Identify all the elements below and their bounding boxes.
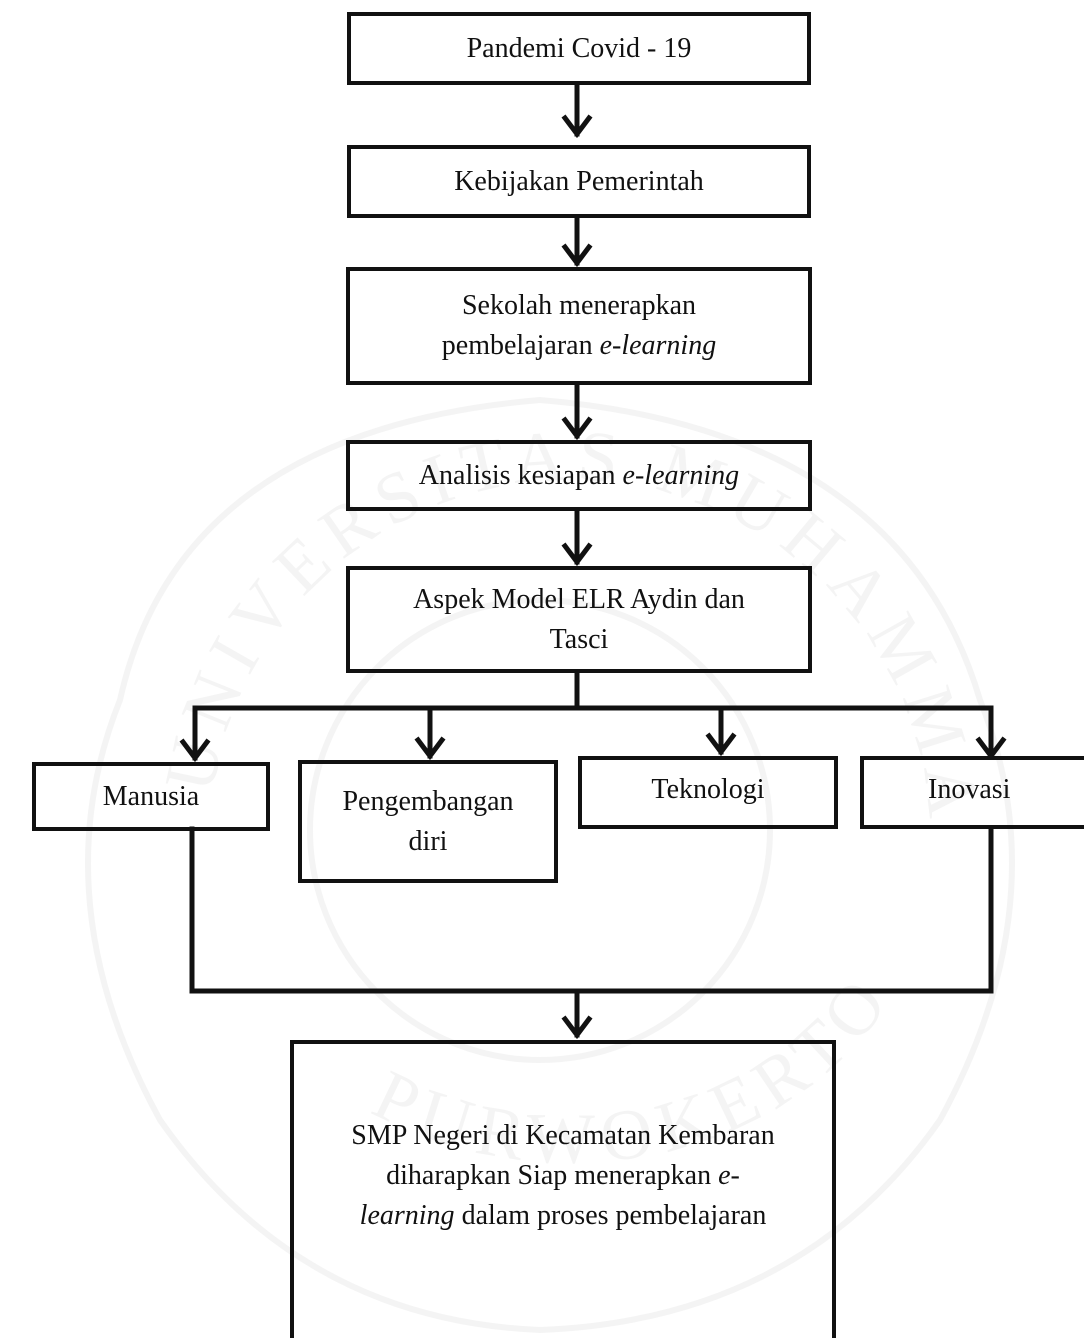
node-aspek-line1: Aspek Model ELR Aydin dan <box>413 583 745 615</box>
node-smp-line3-italic: learning <box>359 1200 455 1231</box>
node-analisis-text: Analisis kesiapan e-learning <box>419 456 739 496</box>
node-sekolah-line1: Sekolah menerapkan <box>461 290 696 321</box>
node-smp-negeri: SMP Negeri di Kecamatan Kembaran diharap… <box>290 1040 836 1338</box>
node-pandemi-covid: Pandemi Covid - 19 <box>347 12 811 85</box>
node-inovasi-label: Inovasi <box>928 774 1011 805</box>
node-teknologi-label: Teknologi <box>651 774 765 805</box>
node-aspek-model-elr: Aspek Model ELR Aydin dan Tasci <box>346 566 812 673</box>
node-kebijakan-label: Kebijakan Pemerintah <box>454 165 704 197</box>
svg-text:UNIVERSITAS MUHAMMADIYAH: UNIVERSITAS MUHAMMADIYAH <box>0 0 985 831</box>
node-inovasi: Inovasi <box>860 756 1084 829</box>
node-smp-line2-plain: diharapkan Siap menerapkan <box>386 1160 719 1191</box>
node-teknologi: Teknologi <box>578 756 838 829</box>
watermark-text-top: UNIVERSITAS MUHAMMADIYAH <box>0 0 985 831</box>
node-pengembangan-text: Pengembangan diri <box>342 782 513 862</box>
node-analisis-kesiapan: Analisis kesiapan e-learning <box>346 440 812 511</box>
node-smp-line2-italic: e- <box>718 1160 740 1191</box>
node-smp-line1: SMP Negeri di Kecamatan Kembaran <box>351 1120 775 1151</box>
node-pandemi-label: Pandemi Covid - 19 <box>466 32 692 64</box>
node-aspek-line2: Tasci <box>549 623 609 655</box>
node-smp-line3-plain: dalam proses pembelajaran <box>454 1200 767 1231</box>
node-analisis-italic: e-learning <box>622 459 740 491</box>
node-manusia-label: Manusia <box>102 780 200 812</box>
node-sekolah-menerapkan: Sekolah menerapkan pembelajaran e-learni… <box>346 267 812 385</box>
node-aspek-text: Aspek Model ELR Aydin dan Tasci <box>413 580 745 660</box>
node-sekolah-line2-italic: e-learning <box>599 330 717 361</box>
node-pengembangan-line1: Pengembangan <box>342 785 514 817</box>
node-smp-line3: learning dalam proses pembelajaran <box>351 1196 775 1236</box>
node-kebijakan-pemerintah: Kebijakan Pemerintah <box>347 145 811 218</box>
node-pengembangan-diri: Pengembangan diri <box>298 760 558 883</box>
node-smp-line2: diharapkan Siap menerapkan e- <box>351 1156 775 1196</box>
node-manusia: Manusia <box>32 762 270 831</box>
node-pengembangan-line2: diri <box>408 825 448 857</box>
node-sekolah-text: Sekolah menerapkan pembelajaran e-learni… <box>442 286 716 366</box>
node-sekolah-line2: pembelajaran e-learning <box>442 326 716 366</box>
node-sekolah-line2-plain: pembelajaran <box>441 330 600 361</box>
node-analisis-plain: Analisis kesiapan <box>418 459 623 491</box>
node-smp-text: SMP Negeri di Kecamatan Kembaran diharap… <box>351 1116 775 1236</box>
